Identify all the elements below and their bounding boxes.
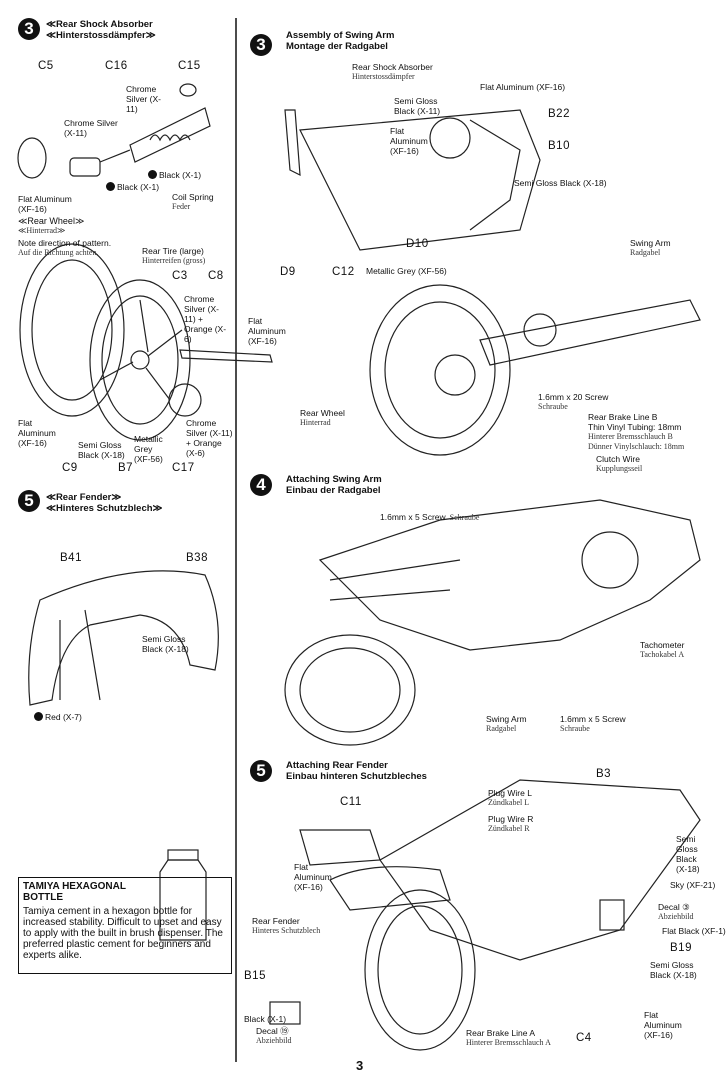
part-d9: D9 — [280, 266, 296, 278]
step-number: 5 — [250, 760, 272, 782]
part-c3: C3 — [172, 270, 188, 282]
part-d10: D10 — [406, 238, 429, 250]
part-b19: B19 — [670, 942, 692, 954]
tip-title: TAMIYA HEXAGONAL BOTTLE — [23, 881, 126, 903]
paint-label: Flat Aluminum (XF-16) — [18, 194, 72, 214]
paint-label: Flat Aluminum (XF-16) — [18, 418, 56, 448]
paint-label: Flat Aluminum (XF-16) — [294, 862, 332, 892]
paint-label: Metallic Grey (XF-56) — [366, 266, 447, 276]
part-b15: B15 — [244, 970, 266, 982]
part-c5: C5 — [38, 60, 54, 72]
part-b10: B10 — [548, 140, 570, 152]
paint-label: Flat Aluminum (XF-16) — [644, 1010, 682, 1040]
paint-label: Semi Gloss Black (X-18) — [142, 634, 189, 654]
part-c9: C9 — [62, 462, 78, 474]
part-c12: C12 — [332, 266, 355, 278]
paint-label: Chrome Silver (X-11) — [64, 118, 118, 138]
tip-body: Tamiya cement in a hexagon bottle for in… — [23, 906, 223, 961]
rear-tire-label: Rear Tire (large)Hinterreifen (gross) — [142, 246, 206, 265]
paint-label: Flat Aluminum (XF-16) — [248, 316, 286, 346]
part-c8: C8 — [208, 270, 224, 282]
paint-label: Semi Gloss Black (X-18) — [650, 960, 697, 980]
paint-label: Red (X-7) — [34, 712, 82, 722]
part-b22: B22 — [548, 108, 570, 120]
step-title-en: ≪Rear Shock Absorber — [46, 19, 153, 30]
paint-label: Black (X-1) — [106, 182, 159, 192]
paint-dot-icon — [148, 170, 157, 179]
step-number: 5 — [18, 490, 40, 512]
step-number: 4 — [250, 474, 272, 496]
paint-label: Flat Aluminum (XF-16) — [390, 126, 428, 156]
paint-label: Semi Gloss Black (X-11) — [394, 96, 441, 116]
step-number: 3 — [18, 18, 40, 40]
part-c15: C15 — [178, 60, 201, 72]
part-b38: B38 — [186, 552, 208, 564]
paint-label: Semi Gloss Black (X-18) — [514, 178, 607, 188]
step-title: ≪Rear Fender≫≪Hinteres Schutzblech≫ — [46, 492, 163, 514]
part-b41: B41 — [60, 552, 82, 564]
paint-label: Semi Gloss Black (X-18) — [78, 440, 125, 460]
paint-label: Semi Gloss Black (X-18) — [676, 834, 700, 874]
paint-label: Black (X-1) — [244, 1014, 287, 1024]
page-number: 3 — [356, 1058, 364, 1073]
paint-label: Flat Black (XF-1) — [662, 926, 726, 936]
part-b7: B7 — [118, 462, 134, 474]
paint-dot-icon — [34, 712, 43, 721]
paint-label: Flat Aluminum (XF-16) — [480, 82, 566, 92]
step-number: 3 — [250, 34, 272, 56]
paint-label: Chrome Silver (X-11) + Orange (X-6) — [186, 418, 233, 458]
part-c4: C4 — [576, 1032, 592, 1044]
paint-label: Metallic Grey (XF-56) — [134, 434, 163, 464]
step-title: ≪Rear Shock Absorber ≪Hinterstossdämpfer… — [46, 19, 156, 41]
tip-box: TAMIYA HEXAGONAL BOTTLE Tamiya cement in… — [18, 877, 232, 974]
note: Note direction of pattern.Auf die Richtu… — [18, 238, 112, 257]
paint-label: Chrome Silver (X-11) — [126, 84, 161, 114]
part-b3: B3 — [596, 768, 612, 780]
section-title: ≪Rear Wheel≫≪Hinterrad≫ — [18, 216, 85, 235]
part-c17: C17 — [172, 462, 195, 474]
paint-label: Chrome Silver (X-11) + Orange (X-6) — [184, 294, 227, 344]
part-c16: C16 — [105, 60, 128, 72]
paint-label: Black (X-1) — [148, 170, 201, 180]
paint-label: Sky (XF-21) — [670, 880, 716, 890]
paint-dot-icon — [106, 182, 115, 191]
part-c11: C11 — [340, 796, 362, 808]
step-title-de: ≪Hinterstossdämpfer≫ — [46, 30, 156, 41]
